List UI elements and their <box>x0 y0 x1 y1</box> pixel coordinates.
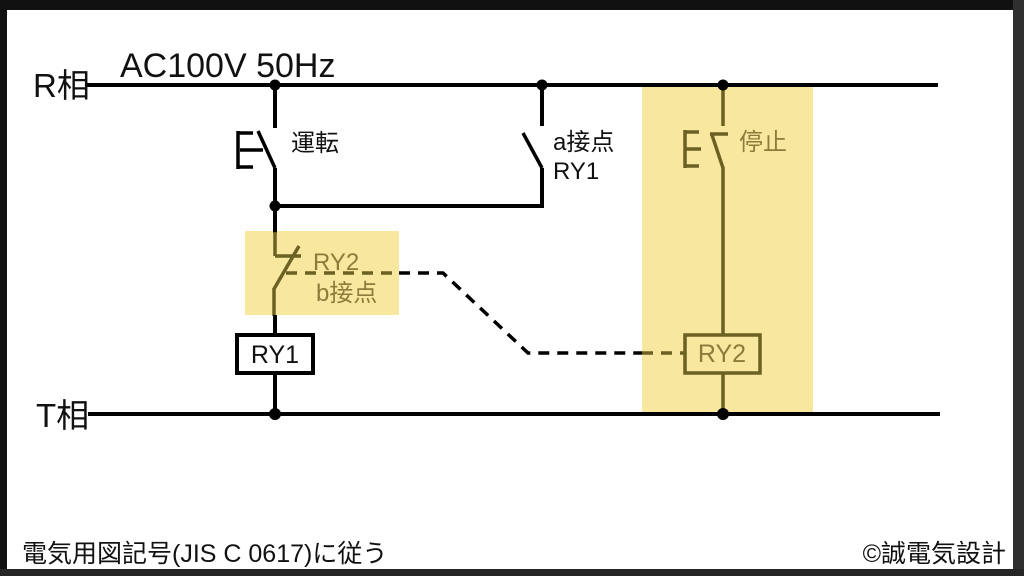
copyright-credit: ©誠電気設計 <box>863 540 1006 568</box>
frame-left-bar <box>0 0 7 576</box>
contact-blade <box>521 132 544 169</box>
junction-dot <box>717 79 729 91</box>
contact-blade <box>272 245 301 290</box>
ry1-coil-box <box>235 333 315 375</box>
run-button-label: 運転 <box>291 130 339 157</box>
junction-dot <box>269 408 281 420</box>
junction-dot <box>717 408 729 420</box>
contact-blade <box>710 134 725 169</box>
frame-right-bar <box>1013 0 1024 576</box>
junction-dot <box>269 79 281 91</box>
frame-top-bar <box>0 0 1024 10</box>
ry2-b-contact-symbol <box>272 232 301 316</box>
dashed-segment <box>399 271 642 355</box>
supply-title: AC100V 50Hz <box>120 47 335 85</box>
ry1-coil-label: RY1 <box>251 341 299 369</box>
b-contact-label-line2: b接点 <box>316 280 377 307</box>
ry2-coil-label: RY2 <box>698 340 746 368</box>
highlight-ry2-b-contact <box>245 231 399 315</box>
stop-button-label: 停止 <box>739 129 787 156</box>
r-phase-label: R相 <box>33 67 90 104</box>
t-phase-label: T相 <box>36 397 89 434</box>
junction-dot <box>536 79 548 91</box>
holding-contact-label-line1: a接点 <box>553 129 614 156</box>
run-pushbutton-symbol <box>236 85 277 233</box>
highlight-stop-branch <box>642 87 813 414</box>
contact-blade <box>256 130 277 169</box>
ry1-a-contact-symbol <box>521 85 544 208</box>
frame-bottom-bar <box>0 569 1024 576</box>
standard-note: 電気用図記号(JIS C 0617)に従う <box>22 540 387 568</box>
stop-pushbutton-symbol <box>683 87 728 335</box>
mechanical-link-dashed-line <box>286 271 684 355</box>
ry2-coil-branch <box>683 333 762 412</box>
junction-dot <box>269 200 281 212</box>
b-contact-label-line1: RY2 <box>313 249 359 276</box>
ry1-coil-branch <box>235 315 315 412</box>
holding-contact-label-line2: RY1 <box>553 158 599 185</box>
